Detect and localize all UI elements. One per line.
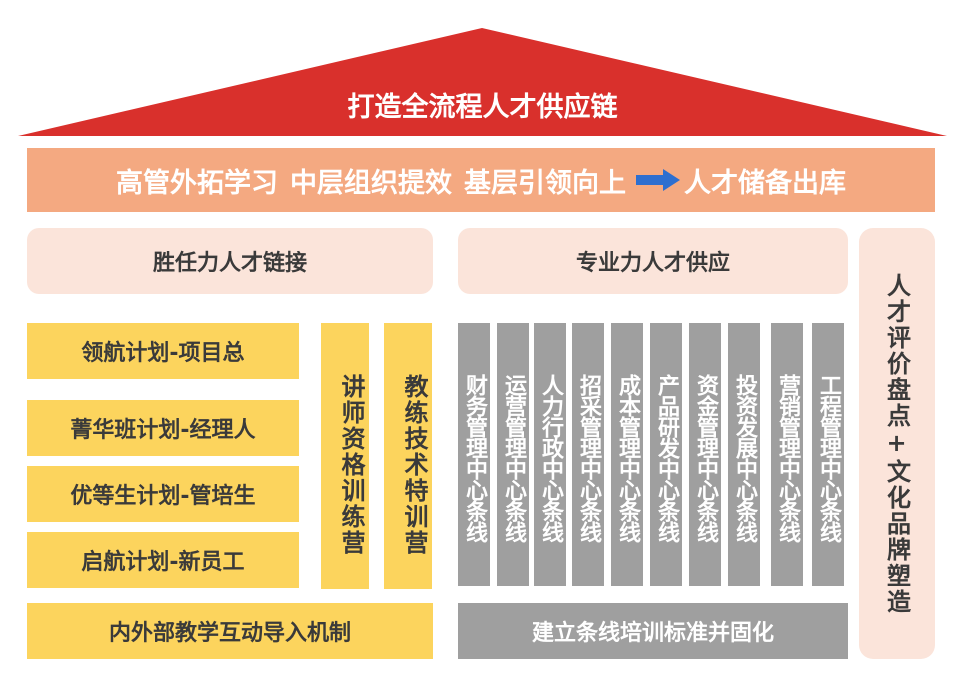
left-header: 胜任力人才链接	[27, 228, 433, 294]
program-item: 启航计划-新员工	[27, 532, 299, 588]
program-item: 菁华班计划-经理人	[27, 400, 299, 456]
strategy-band: 高管外拓学习 中层组织提效 基层引领向上 人才储备出库	[27, 148, 935, 212]
camp-column: 教练技术特训营	[384, 323, 432, 589]
band-item-base: 基层引领向上	[464, 167, 626, 199]
roof-triangle	[18, 28, 947, 136]
right-evaluation-panel: 人才评价盘点+文化品牌塑造	[859, 228, 935, 659]
band-item-executive: 高管外拓学习	[116, 167, 278, 199]
department-column: 人力行政中心条线	[534, 323, 566, 586]
program-item: 优等生计划-管培生	[27, 466, 299, 522]
department-column: 投资发展中心条线	[728, 323, 760, 586]
left-footer: 内外部教学互动导入机制	[27, 603, 433, 659]
department-column: 运营管理中心条线	[497, 323, 529, 586]
department-column: 成本管理中心条线	[611, 323, 643, 586]
roof-title: 打造全流程人才供应链	[347, 92, 618, 123]
band-item-middle: 中层组织提效	[290, 167, 452, 199]
department-column: 营销管理中心条线	[771, 323, 803, 586]
department-column: 资金管理中心条线	[689, 323, 721, 586]
middle-footer: 建立条线培训标准并固化	[458, 603, 848, 659]
department-column: 招采管理中心条线	[572, 323, 604, 586]
band-result: 人才储备出库	[684, 167, 846, 199]
program-item: 领航计划-项目总	[27, 323, 299, 379]
department-column: 产品研发中心条线	[650, 323, 682, 586]
department-column: 财务管理中心条线	[458, 323, 490, 586]
right-arrow-icon	[636, 169, 680, 191]
camp-column: 讲师资格训练营	[321, 323, 369, 589]
department-column: 工程管理中心条线	[812, 323, 844, 586]
middle-header: 专业力人才供应	[458, 228, 848, 294]
